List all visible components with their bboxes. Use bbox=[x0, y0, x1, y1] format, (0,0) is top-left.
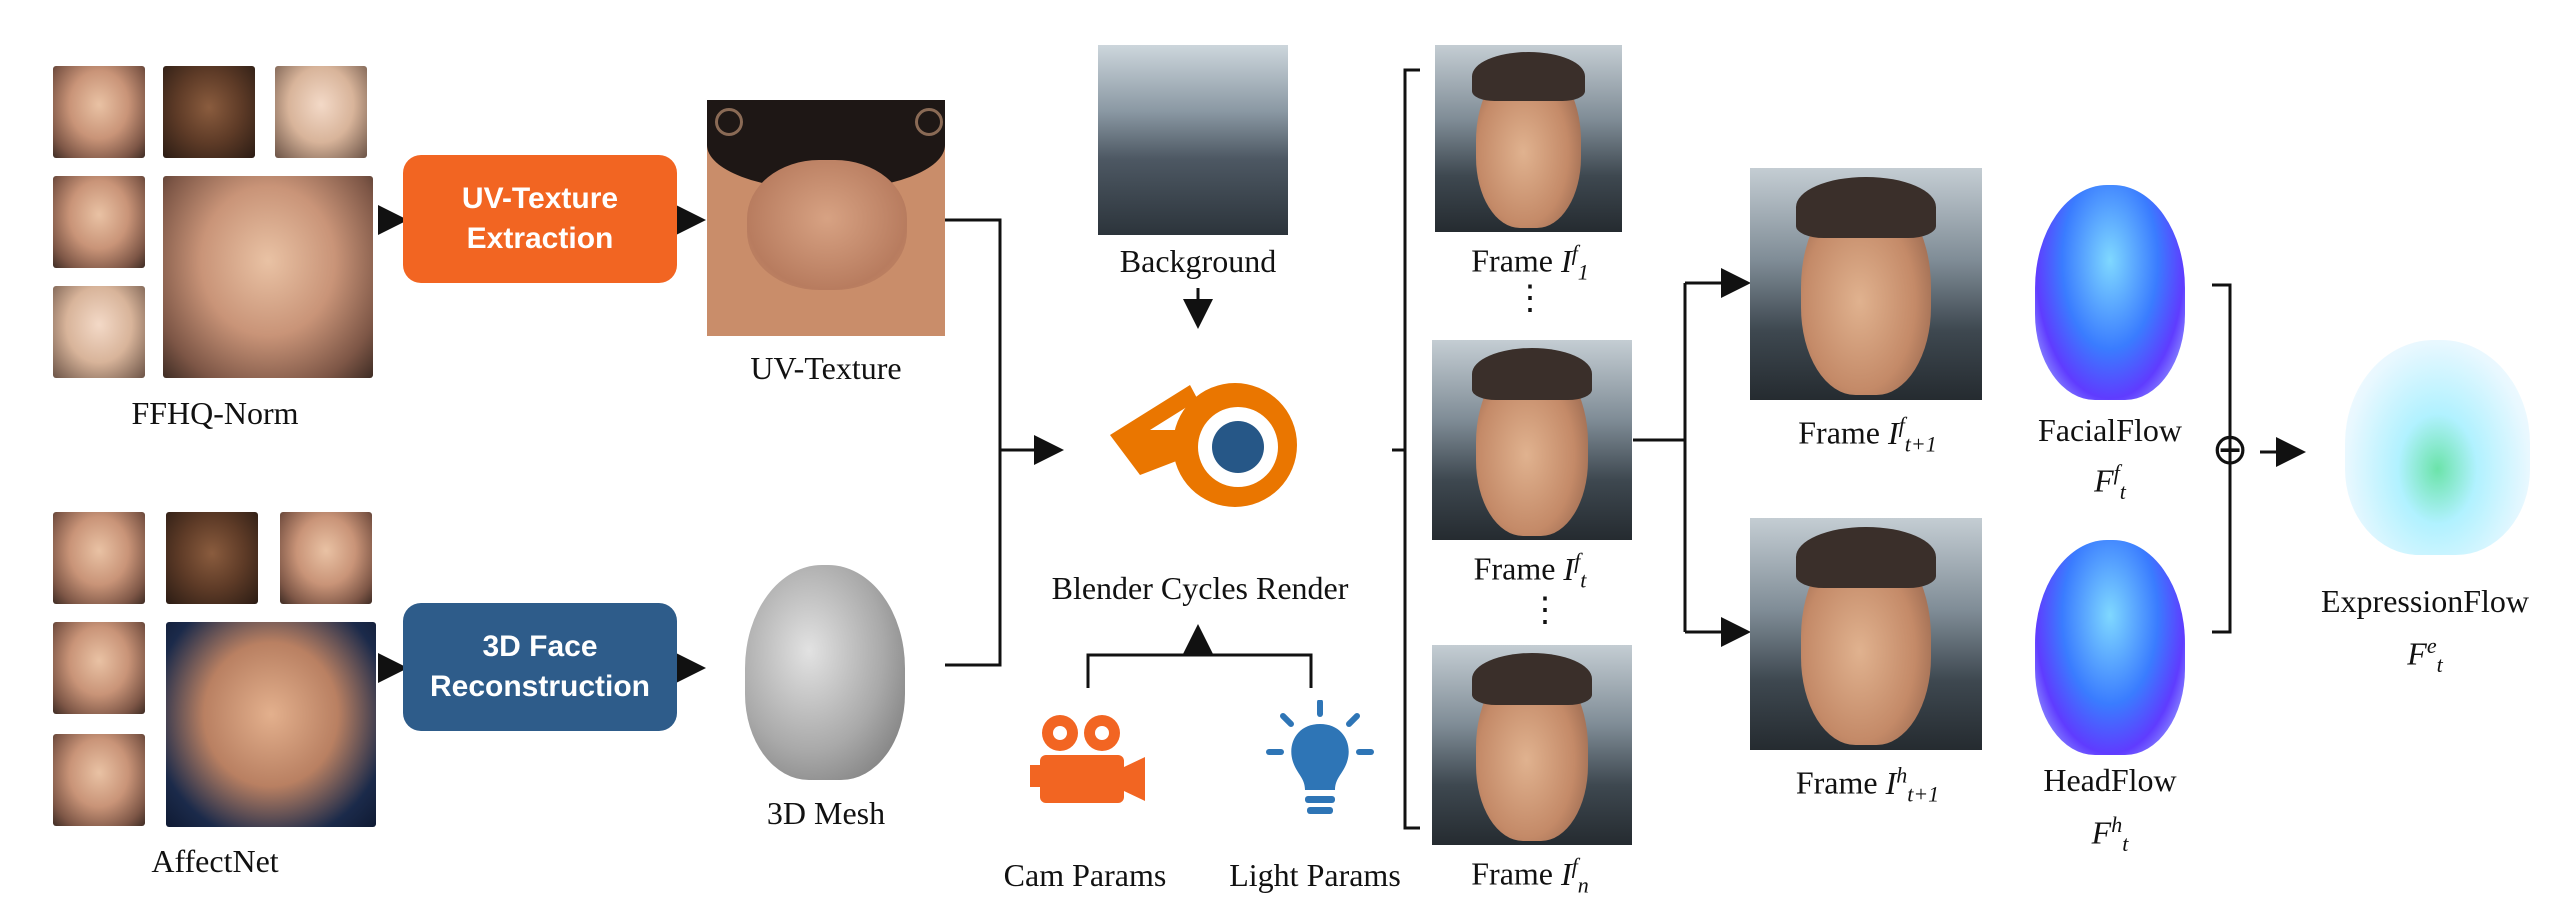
params-bracket bbox=[1086, 653, 1313, 688]
ffhq-face-2 bbox=[163, 66, 255, 158]
3d-mesh-label: 3D Mesh bbox=[766, 795, 886, 831]
expressionflow-label: ExpressionFlow bbox=[2321, 583, 2529, 619]
frame-t1-facial-label: Frame Ift+1 bbox=[1798, 412, 1937, 457]
background-label: Background bbox=[1119, 243, 1277, 279]
ffhq-face-3 bbox=[275, 66, 367, 158]
light-bulb-icon bbox=[1266, 700, 1374, 814]
facialflow-label: FacialFlow bbox=[2038, 412, 2182, 448]
blender-logo-icon bbox=[1110, 383, 1297, 507]
merge-bracket bbox=[945, 218, 1002, 667]
frame-1-image bbox=[1435, 45, 1622, 232]
headflow-label: HeadFlow bbox=[2043, 762, 2177, 798]
affectnet-face-4 bbox=[53, 622, 145, 714]
facialflow-symbol: Fft bbox=[2094, 460, 2126, 505]
ffhq-face-1 bbox=[53, 66, 145, 158]
ffhq-face-4 bbox=[53, 176, 145, 268]
affectnet-label: AffectNet bbox=[151, 843, 279, 879]
expressionflow-symbol: Fet bbox=[2407, 633, 2443, 678]
subtract-operator: ⊖ bbox=[2211, 424, 2249, 475]
frame-t1-facial-image bbox=[1750, 168, 1982, 400]
frame-t1-head-image bbox=[1750, 518, 1982, 750]
uv-texture-image bbox=[707, 100, 945, 336]
ffhq-face-5 bbox=[53, 286, 145, 378]
flows-bracket bbox=[2212, 283, 2232, 634]
frames-bracket bbox=[1403, 68, 1420, 830]
cam-params-label: Cam Params bbox=[1003, 857, 1167, 893]
affectnet-face-large bbox=[166, 622, 376, 827]
frame-t-label: Frame Ift bbox=[1473, 548, 1587, 593]
frame-t1-head-label: Frame Iht+1 bbox=[1795, 762, 1940, 807]
blender-label: Blender Cycles Render bbox=[1051, 570, 1349, 606]
affectnet-face-2 bbox=[166, 512, 258, 604]
background-image bbox=[1098, 45, 1288, 235]
ffhq-label: FFHQ-Norm bbox=[131, 395, 299, 431]
affectnet-face-5 bbox=[53, 734, 145, 826]
ellipsis-2: ⋮ bbox=[1528, 592, 1562, 629]
video-camera-icon bbox=[1030, 715, 1145, 803]
frame-n-label: Frame Ifn bbox=[1471, 853, 1589, 898]
light-params-label: Light Params bbox=[1229, 857, 1401, 893]
uv-texture-extraction-box: UV-Texture Extraction bbox=[403, 155, 677, 283]
headflow-symbol: Fht bbox=[2091, 812, 2129, 857]
headflow-image bbox=[2035, 540, 2185, 755]
uv-texture-label: UV-Texture bbox=[750, 350, 902, 386]
affectnet-face-3 bbox=[280, 512, 372, 604]
frame-n-image bbox=[1432, 645, 1632, 845]
3d-face-reconstruction-box: 3D Face Reconstruction bbox=[403, 603, 677, 731]
affectnet-face-1 bbox=[53, 512, 145, 604]
3d-mesh-image bbox=[745, 565, 905, 780]
expressionflow-image bbox=[2345, 340, 2530, 555]
ellipsis-1: ⋮ bbox=[1513, 280, 1547, 317]
facialflow-image bbox=[2035, 185, 2185, 400]
frame-t-image bbox=[1432, 340, 1632, 540]
frame-1-label: Frame If1 bbox=[1471, 240, 1589, 285]
ffhq-face-large bbox=[163, 176, 373, 378]
